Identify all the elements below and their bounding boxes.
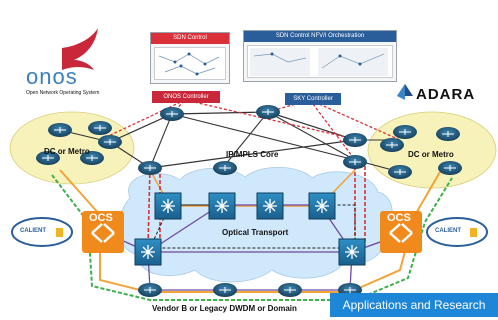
- optical-switch-icon: [338, 238, 366, 266]
- ocs-switch-left: [82, 211, 124, 253]
- nfv-orchestration-screenshot: [247, 45, 393, 78]
- router-icon: [36, 151, 60, 165]
- router-icon: [160, 107, 184, 121]
- router-icon: [438, 161, 462, 175]
- dwdm-node-icon: [278, 283, 302, 297]
- applications-research-banner[interactable]: Applications and Research: [330, 293, 498, 317]
- adara-wordmark: ADARA: [416, 86, 476, 103]
- router-icon: [88, 121, 112, 135]
- router-icon: [380, 138, 404, 152]
- dc-metro-right-label: DC or Metro: [408, 150, 454, 159]
- router-icon: [48, 123, 72, 137]
- calient-logo-left: [11, 217, 73, 247]
- dwdm-node-icon: [138, 283, 162, 297]
- onos-controller-label: ONOS Controller: [152, 91, 220, 103]
- sky-controller-label: SKY Controller: [285, 93, 341, 105]
- optical-switch-icon: [208, 192, 236, 220]
- onos-wordmark: onos: [26, 64, 78, 89]
- ip-mpls-core-label: IP/MPLS Core: [226, 150, 279, 159]
- vendor-domain-label: Vendor B or Legacy DWDM or Domain: [152, 304, 297, 313]
- router-icon: [213, 161, 237, 175]
- onos-bird-icon: [62, 28, 98, 70]
- dc-metro-left-label: DC or Metro: [44, 147, 90, 156]
- router-icon: [256, 105, 280, 119]
- optical-switch-icon: [154, 192, 182, 220]
- adara-logo-icon: [397, 84, 413, 100]
- nfv-orchestration-panel: SDN Control NFV/I Orchestration: [243, 30, 397, 82]
- optical-switch-icon: [256, 192, 284, 220]
- optical-switch-icon: [134, 238, 162, 266]
- router-icon: [80, 151, 104, 165]
- sdn-control-panel: SDN Control: [150, 32, 230, 84]
- optical-switch-icon: [308, 192, 336, 220]
- ocs-left-label: OCS: [89, 212, 113, 224]
- calient-right-label: CALIENT: [435, 228, 461, 234]
- ocs-right-label: OCS: [387, 212, 411, 224]
- router-icon: [393, 125, 417, 139]
- optical-transport-label: Optical Transport: [222, 228, 289, 237]
- sdn-control-screenshot: [154, 47, 226, 80]
- ocs-switch-right: [380, 211, 422, 253]
- router-icon: [138, 161, 162, 175]
- dwdm-node-icon: [213, 283, 237, 297]
- calient-logo-right: [426, 217, 488, 247]
- router-icon: [436, 127, 460, 141]
- router-icon: [98, 135, 122, 149]
- calient-left-label: CALIENT: [20, 228, 46, 234]
- nfv-orchestration-title: SDN Control NFV/I Orchestration: [244, 31, 396, 42]
- onos-subtitle: Open Network Operating System: [26, 90, 100, 96]
- router-icon: [343, 133, 367, 147]
- sdn-control-title: SDN Control: [151, 33, 229, 44]
- router-icon: [343, 155, 367, 169]
- router-icon: [388, 165, 412, 179]
